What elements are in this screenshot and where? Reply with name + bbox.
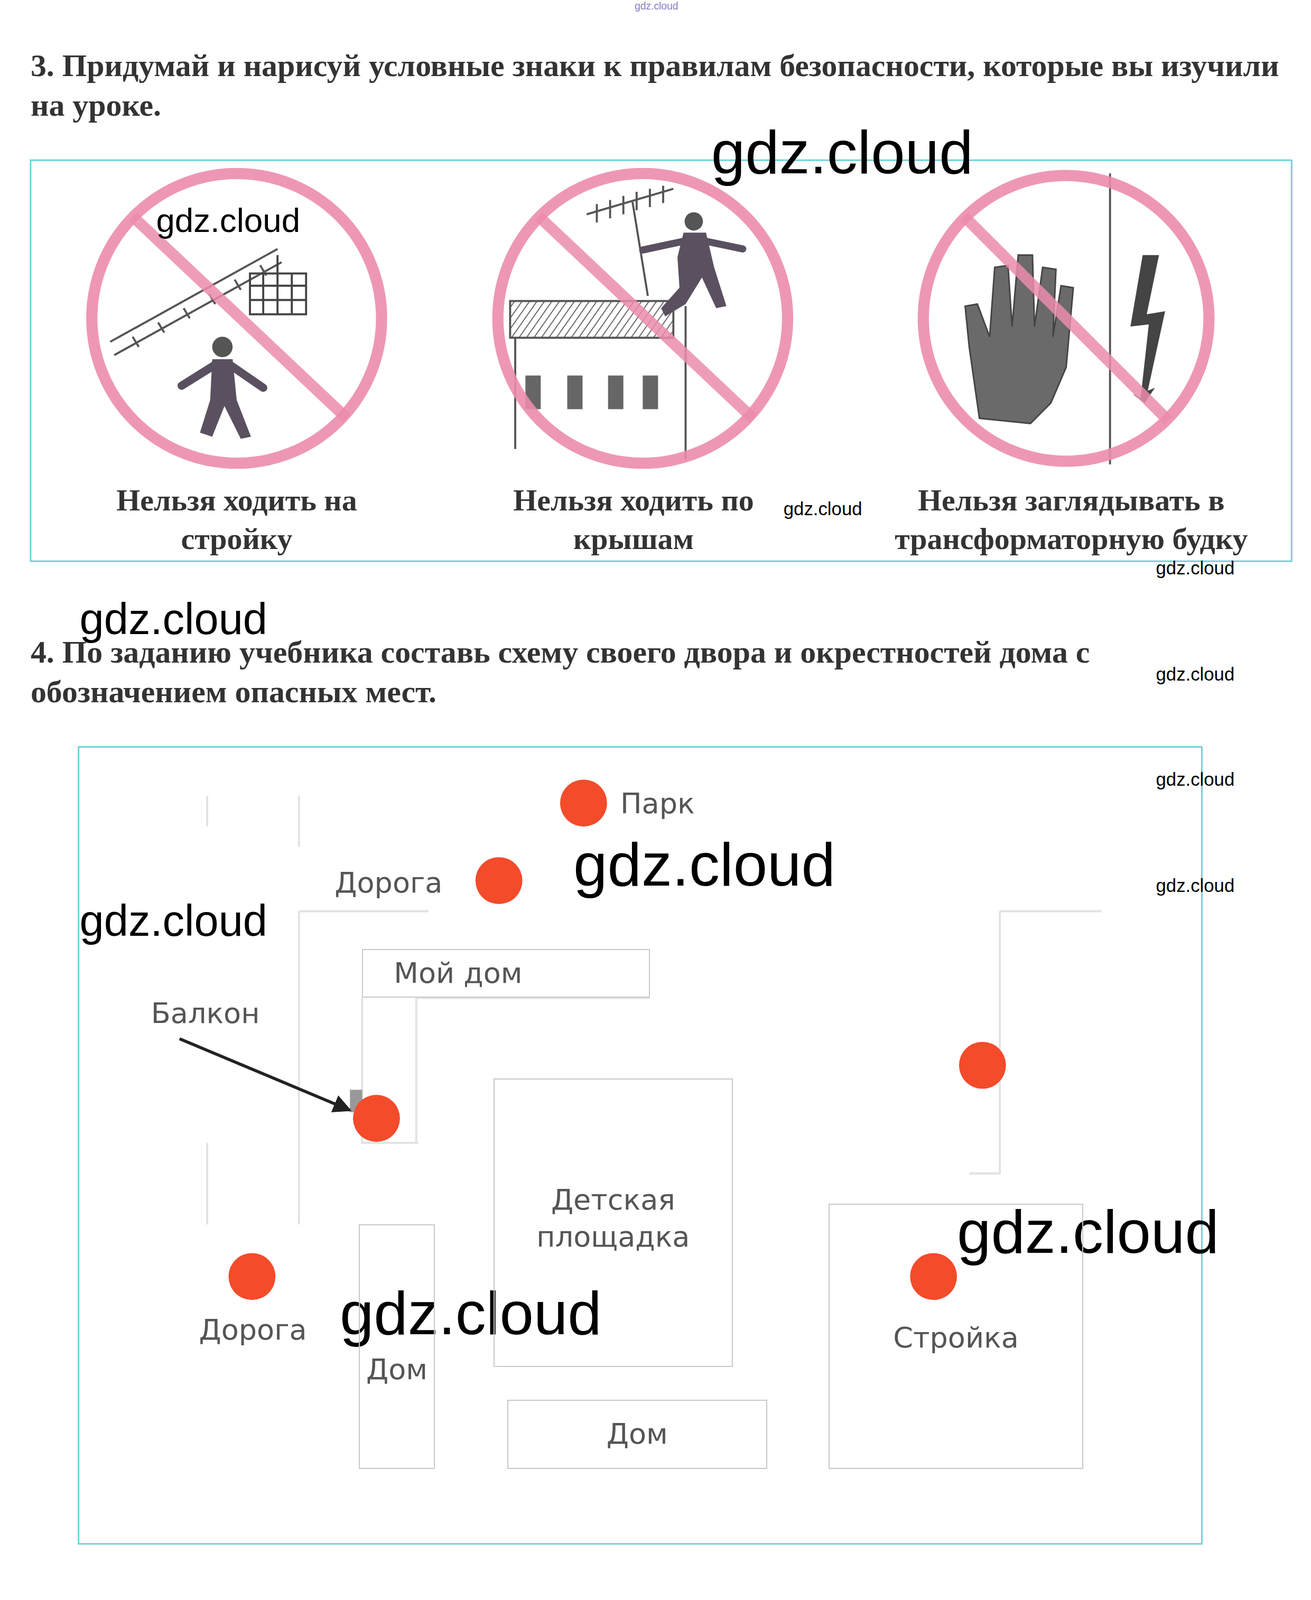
watermark: gdz.cloud (634, 0, 679, 13)
map-label: Парк (620, 785, 695, 822)
sign-transformer (923, 173, 1210, 464)
road-lines (207, 795, 1102, 1225)
map-box: Дом (507, 1399, 768, 1469)
watermark: gdz.cloud (711, 114, 974, 191)
watermark: gdz.cloud (155, 199, 301, 243)
sign-caption: Нельзя заглядывать в трансформаторную бу… (857, 481, 1286, 559)
map-label: Балкон (151, 995, 260, 1032)
watermark: gdz.cloud (783, 497, 863, 521)
box-text: Дом (366, 1351, 428, 1389)
map-box: Дом (358, 1224, 435, 1469)
box-text: Детская площадка (494, 1181, 732, 1257)
sign-caption: Нельзя ходить по крышам (484, 481, 783, 559)
frame (30, 160, 1292, 562)
leader-arrow (179, 1038, 350, 1111)
watermark: gdz.cloud (1156, 556, 1235, 580)
watermark: gdz.cloud (1156, 768, 1235, 792)
watermark: gdz.cloud (1156, 874, 1235, 898)
watermark: gdz.cloud (956, 1193, 1220, 1271)
watermark: gdz.cloud (573, 826, 836, 904)
sign-caption: Нельзя ходить на стройку (63, 481, 411, 559)
map-frame (78, 747, 1203, 1545)
watermark: gdz.cloud (1156, 663, 1235, 686)
task-heading: 3. Придумай и нарисуй условные знаки к п… (30, 45, 1281, 126)
box-text: Дом (606, 1415, 668, 1453)
box-text: Стройка (893, 1319, 1019, 1357)
watermark: gdz.cloud (79, 893, 268, 949)
box-text: Мой дом (393, 954, 523, 992)
sign-construction (91, 173, 382, 463)
map-box: Стройка (828, 1203, 1084, 1469)
map-box: Детская площадка (493, 1078, 733, 1368)
task-heading: 4. По заданию учебника составь схему сво… (30, 632, 1235, 712)
watermark: gdz.cloud (339, 1275, 602, 1352)
map-box: Мой дом (361, 949, 650, 999)
map-label: Дорога (198, 1312, 307, 1348)
sign-roof (497, 173, 788, 463)
danger-dot (228, 779, 1006, 1300)
map-label: Дорога (334, 865, 443, 901)
